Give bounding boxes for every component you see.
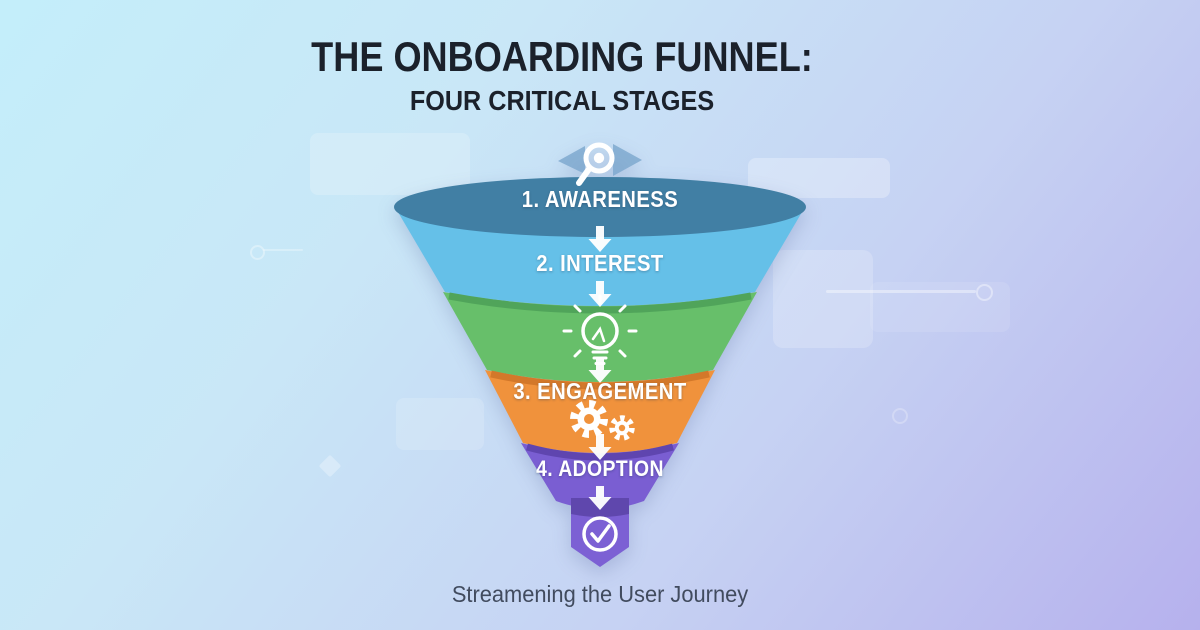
check-circle-icon [582,516,618,552]
title-line2: FOUR CRITICAL STAGES [409,85,715,117]
funnel-stage-adoption [521,443,679,509]
gears-icon [570,400,635,441]
down-arrow-icon [588,357,612,383]
lightbulb-icon [562,294,638,365]
magnifier-eye-icon [558,142,642,186]
page-title: THE ONBOARDING FUNNEL: FOUR CRITICAL STA… [0,33,1162,117]
funnel-stage-engagement-lip [490,370,710,390]
stage-label-adoption: 4. ADOPTION [536,456,664,481]
funnel-mouth [394,177,806,237]
funnel-stage-idea [443,292,757,382]
down-arrow-icon [588,434,612,460]
stage-label-awareness: 1. AWARENESS [521,186,679,212]
stage-label-interest: 2. INTEREST [536,250,664,276]
down-arrow-icon [588,226,612,252]
caption-text: Streamening the User Journey [451,581,749,607]
down-arrow-icon [588,486,612,510]
funnel-stage-idea-lip [448,292,752,314]
title-line1: THE ONBOARDING FUNNEL: [311,33,813,80]
stage-label-engagement: 3. ENGAGEMENT [513,378,687,404]
down-arrow-icon [588,281,612,307]
